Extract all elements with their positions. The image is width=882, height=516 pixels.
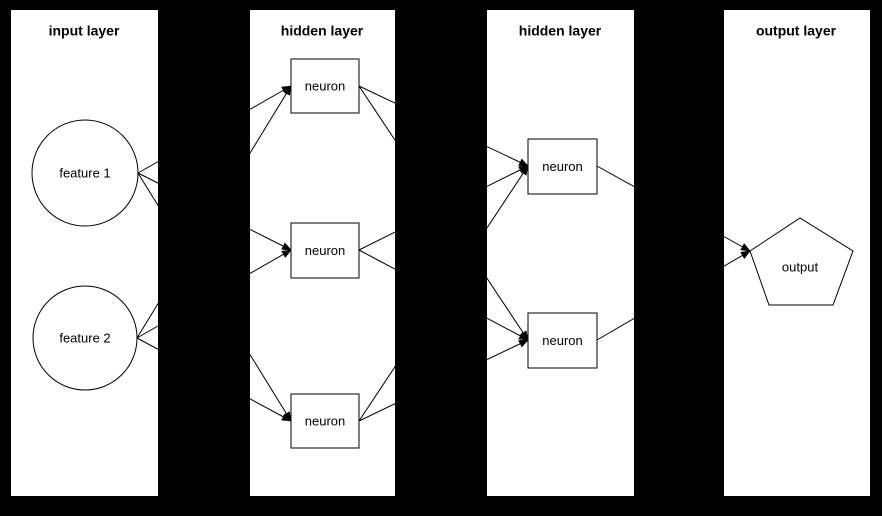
node-hidden1-neuron-2[interactable]: neuron	[290, 222, 360, 279]
node-label: output	[782, 259, 819, 274]
node-shape-rect	[290, 393, 360, 449]
gap-masks	[158, 0, 724, 516]
gutter-gap-3	[634, 0, 724, 516]
node-shape-circle	[32, 285, 138, 391]
node-label: feature 2	[59, 330, 110, 345]
layer-titles: input layer hidden layer hidden layer outpu…	[49, 23, 837, 39]
node-shape-rect	[290, 58, 360, 114]
node-output-node[interactable]: output	[749, 217, 854, 306]
node-shape-rect	[527, 138, 598, 195]
node-label: neuron	[305, 243, 345, 258]
layer-title-hidden-layer-1: hidden layer	[281, 23, 364, 39]
node-label: neuron	[305, 413, 345, 428]
node-shape-circle	[31, 119, 139, 227]
gutter-gap-2	[395, 0, 487, 516]
node-hidden2-neuron-1[interactable]: neuron	[527, 138, 598, 195]
node-shape-pentagon	[749, 217, 854, 306]
node-shape-rect	[290, 222, 360, 279]
node-label: neuron	[305, 78, 345, 93]
layer-title-output-layer: output layer	[756, 23, 837, 39]
node-feature-2[interactable]: feature 2	[32, 285, 138, 391]
layer-nodes: feature 1 feature 2 neuron neuron neuron neur…	[31, 58, 854, 449]
node-hidden2-neuron-2[interactable]: neuron	[527, 312, 598, 369]
node-label: neuron	[542, 159, 582, 174]
node-feature-1[interactable]: feature 1	[31, 119, 139, 227]
layer-title-hidden-layer-2: hidden layer	[519, 23, 602, 39]
node-hidden1-neuron-3[interactable]: neuron	[290, 393, 360, 449]
node-shape-rect	[527, 312, 598, 369]
layer-panel-hidden-layer-2	[487, 10, 634, 496]
node-hidden1-neuron-1[interactable]: neuron	[290, 58, 360, 114]
layer-panel-input-layer	[11, 10, 158, 496]
node-label: feature 1	[59, 165, 110, 180]
node-label: neuron	[542, 333, 582, 348]
layer-title-input-layer: input layer	[49, 23, 120, 39]
gutter-gap-1	[158, 0, 250, 516]
